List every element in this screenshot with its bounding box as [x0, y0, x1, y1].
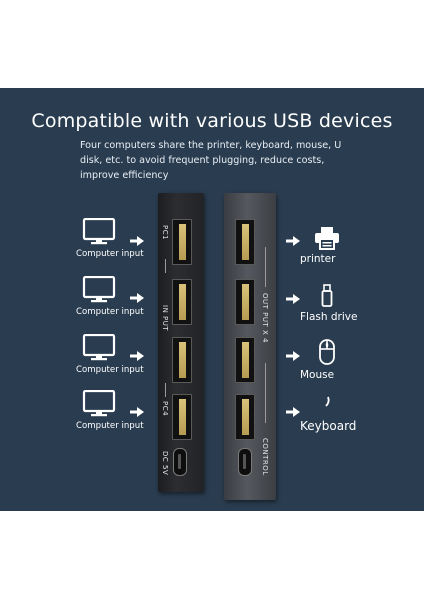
usb-port-pc3	[172, 337, 192, 383]
arrow-right-icon	[286, 294, 300, 304]
computer-input-4: Computer input	[76, 390, 148, 431]
flash-drive-icon	[321, 284, 333, 307]
computer-input-label: Computer input	[76, 365, 144, 375]
device-label: printer	[300, 253, 336, 265]
computer-icon	[82, 390, 116, 417]
computer-icon	[82, 334, 116, 361]
headline: Compatible with various USB devices	[31, 110, 393, 132]
arrow-right-icon	[130, 351, 144, 361]
usb-port-out3	[235, 337, 255, 383]
usb-c-power-port	[173, 448, 187, 476]
arrow-right-icon	[286, 351, 300, 361]
computer-icon	[82, 276, 116, 303]
device-printer: printer	[300, 226, 400, 265]
computer-input-1: Computer input	[76, 218, 148, 259]
device-flash-drive: Flash drive	[300, 284, 400, 323]
printer-icon	[315, 227, 339, 250]
usb-port-pc2	[172, 279, 192, 325]
keyboard-icon	[325, 396, 330, 407]
device-label: Flash drive	[300, 311, 358, 323]
device-label: Keyboard	[300, 419, 357, 433]
label-dc5v: DC 5V	[161, 451, 169, 476]
arrow-right-icon	[130, 407, 144, 417]
kvm-switch-output-side: OUT PUT X 4 CONTROL	[224, 193, 276, 500]
computer-input-label: Computer input	[76, 249, 144, 259]
label-pc1: PC1	[161, 225, 169, 241]
mouse-icon	[319, 339, 335, 365]
label-control: CONTROL	[261, 438, 269, 476]
device-label: Mouse	[300, 369, 335, 381]
label-input: IN PUT	[161, 305, 169, 332]
usb-port-pc1	[172, 219, 192, 265]
usb-port-out2	[235, 279, 255, 325]
label-pc4: PC4	[161, 401, 169, 417]
computer-input-label: Computer input	[76, 307, 144, 317]
kvm-switch-input-side: PC1 IN PUT PC4 DC 5V	[158, 193, 204, 492]
arrow-right-icon	[130, 293, 144, 303]
arrow-right-icon	[130, 236, 144, 246]
usb-port-pc4	[172, 394, 192, 440]
computer-input-3: Computer input	[76, 334, 148, 375]
arrow-right-icon	[286, 236, 300, 246]
computer-input-2: Computer input	[76, 276, 148, 317]
product-panel	[0, 88, 424, 511]
arrow-right-icon	[286, 407, 300, 417]
usb-c-control-port	[238, 448, 252, 476]
computer-icon	[82, 218, 116, 245]
device-keyboard: Keyboard	[300, 396, 400, 433]
usb-port-out4	[235, 394, 255, 440]
device-mouse: Mouse	[300, 338, 400, 381]
computer-input-label: Computer input	[76, 421, 144, 431]
label-output: OUT PUT X 4	[261, 293, 269, 343]
usb-port-out1	[235, 219, 255, 265]
description: Four computers share the printer, keyboa…	[80, 140, 342, 181]
